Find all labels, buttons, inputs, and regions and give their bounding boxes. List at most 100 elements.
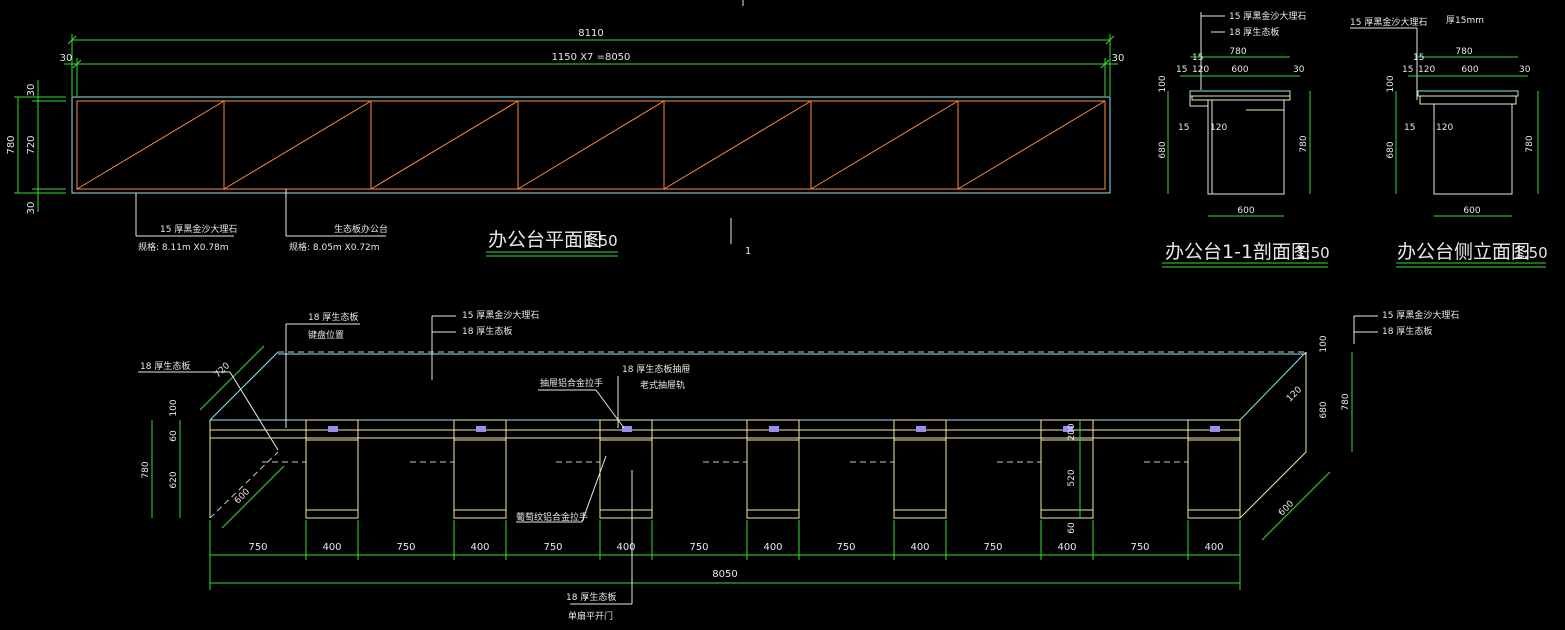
section-label-board: 18 厚生态板 [1229,26,1279,38]
side-dim-120b: 120 [1436,123,1453,133]
section-label-marble: 15 厚黑金沙大理石 [1229,10,1306,22]
iso-dim-8: 750 [836,542,855,553]
iso-label-left-board: 18 厚生态板 [140,360,190,372]
iso-dim-0: 750 [248,542,267,553]
iso-dim-680: 680 [1319,401,1329,418]
iso-dim-5: 400 [616,542,635,553]
iso-label-handle: 抽屉铝合金拉手 [540,377,603,389]
side-title: 办公台侧立面图 [1397,241,1530,263]
side-label-thk: 厚15mm [1446,15,1484,26]
section-dim-15a: 15 [1192,53,1203,63]
plan-dim-30-right: 30 [1112,53,1125,64]
section-dim-120: 120 [1192,65,1209,75]
section-dim-15c: 15 [1178,123,1189,133]
iso-dim-7: 400 [763,542,782,553]
iso-label-rail: 老式抽屉轨 [640,379,685,391]
iso-dim-4: 750 [543,542,562,553]
iso-label-door2: 单扇平开门 [568,610,613,622]
section-dim-780: 780 [1229,47,1246,57]
iso-dim-600-r: 600 [1277,499,1296,518]
plan-marble-outline [71,96,1111,194]
iso-label-marble: 15 厚黑金沙大理石 [462,309,539,321]
side-dim-120: 120 [1418,65,1435,75]
section-dim-780-v: 780 [1299,135,1309,152]
side-dim-100: 100 [1386,75,1396,92]
section-title: 办公台1-1剖面图 [1165,241,1310,263]
plan-desk-cells [76,100,1106,190]
section-dim-100: 100 [1158,75,1168,92]
iso-dim-520: 520 [1067,469,1077,486]
section-scale: 1:50 [1296,244,1330,262]
plan-dim-780: 780 [6,135,17,154]
plan-spec-marble: 规格: 8.11m X0.78m [138,241,229,253]
iso-label-drawer: 18 厚生态板抽屉 [622,363,690,375]
iso-dim-1: 400 [322,542,341,553]
iso-dim-100-r: 100 [1319,335,1329,352]
iso-handles [328,426,1220,432]
iso-label-kb-pos: 键盘位置 [308,329,344,341]
iso-dim-120: 120 [1285,385,1304,404]
iso-dim-10: 750 [983,542,1002,553]
plan-dim-720: 720 [26,135,37,154]
iso-dim-780-r: 780 [1341,393,1351,410]
side-dim-780: 780 [1455,47,1472,57]
section-dim-15b: 15 [1176,65,1187,75]
iso-label-board-kb: 18 厚生态板 [308,311,358,323]
iso-dim-720: 720 [213,361,232,380]
iso-dim-13: 400 [1204,542,1223,553]
section-dim-680: 680 [1158,141,1168,158]
side-dim-600: 600 [1461,65,1478,75]
plan-title: 办公台平面图 [488,229,602,251]
side-dim-600-b: 600 [1463,206,1480,216]
iso-cabinets [305,419,1241,519]
iso-dim-780: 780 [141,461,151,478]
plan-view: 8110 1150 X7 =8050 30 30 780 720 30 30 [6,0,1124,257]
iso-label-marble-r: 15 厚黑金沙大理石 [1382,309,1459,321]
iso-bottom-dims: 750 400 750 400 750 400 750 400 750 400 … [248,542,1223,553]
iso-dim-9: 400 [910,542,929,553]
side-dim-15b: 15 [1402,65,1413,75]
iso-dim-3: 400 [470,542,489,553]
iso-dim-total: 8050 [712,569,737,580]
side-label-marble: 15 厚黑金沙大理石 [1350,16,1427,28]
side-dim-680: 680 [1386,141,1396,158]
plan-dim-30-top: 30 [26,84,37,97]
iso-dim-6: 750 [689,542,708,553]
iso-dim-620: 620 [169,471,179,488]
iso-dim-11: 400 [1057,542,1076,553]
iso-dim-200: 200 [1067,423,1077,440]
side-dim-15a: 15 [1413,53,1424,63]
iso-label-handle2: 葡萄纹铝合金拉手 [516,511,588,523]
iso-bottom-ticks [209,520,1241,590]
section-dim-120b: 120 [1210,123,1227,133]
side-scale: 1:50 [1514,244,1548,262]
side-view: 15 厚黑金沙大理石 厚15mm 780 15 15 120 600 30 10… [1350,15,1548,268]
iso-dim-600-l: 600 [233,487,252,506]
plan-dim-30-left: 30 [60,53,73,64]
iso-label-board: 18 厚生态板 [462,325,512,337]
section-view: 15 厚黑金沙大理石 18 厚生态板 780 15 15 120 600 30 … [1158,10,1330,268]
iso-dim-2: 750 [396,542,415,553]
iso-dim-12: 750 [1130,542,1149,553]
plan-section-mark: 1 [745,246,751,257]
iso-label-board-r: 18 厚生态板 [1382,325,1432,337]
side-dim-15c: 15 [1404,123,1415,133]
plan-spec-desk: 规格: 8.05m X0.72m [289,241,380,253]
iso-label-door: 18 厚生态板 [566,591,616,603]
section-dim-600-b: 600 [1237,206,1254,216]
plan-dim-total: 8110 [578,28,603,39]
iso-dim-60: 60 [169,430,179,442]
plan-dim-inner: 1150 X7 =8050 [552,52,631,63]
side-dim-780-v: 780 [1525,135,1535,152]
section-dim-600: 600 [1231,65,1248,75]
iso-dim-60-r: 60 [1067,522,1077,534]
section-dim-30: 30 [1293,65,1305,75]
plan-label-marble: 15 厚黑金沙大理石 [160,223,237,235]
plan-dim-30-bottom: 30 [26,202,37,215]
plan-label-desk: 生态板办公台 [334,223,388,235]
iso-view: 780 620 60 100 720 600 600 780 680 100 1… [138,309,1459,622]
plan-scale: 1:50 [584,232,618,250]
side-dim-30: 30 [1519,65,1531,75]
iso-dim-100: 100 [169,399,179,416]
